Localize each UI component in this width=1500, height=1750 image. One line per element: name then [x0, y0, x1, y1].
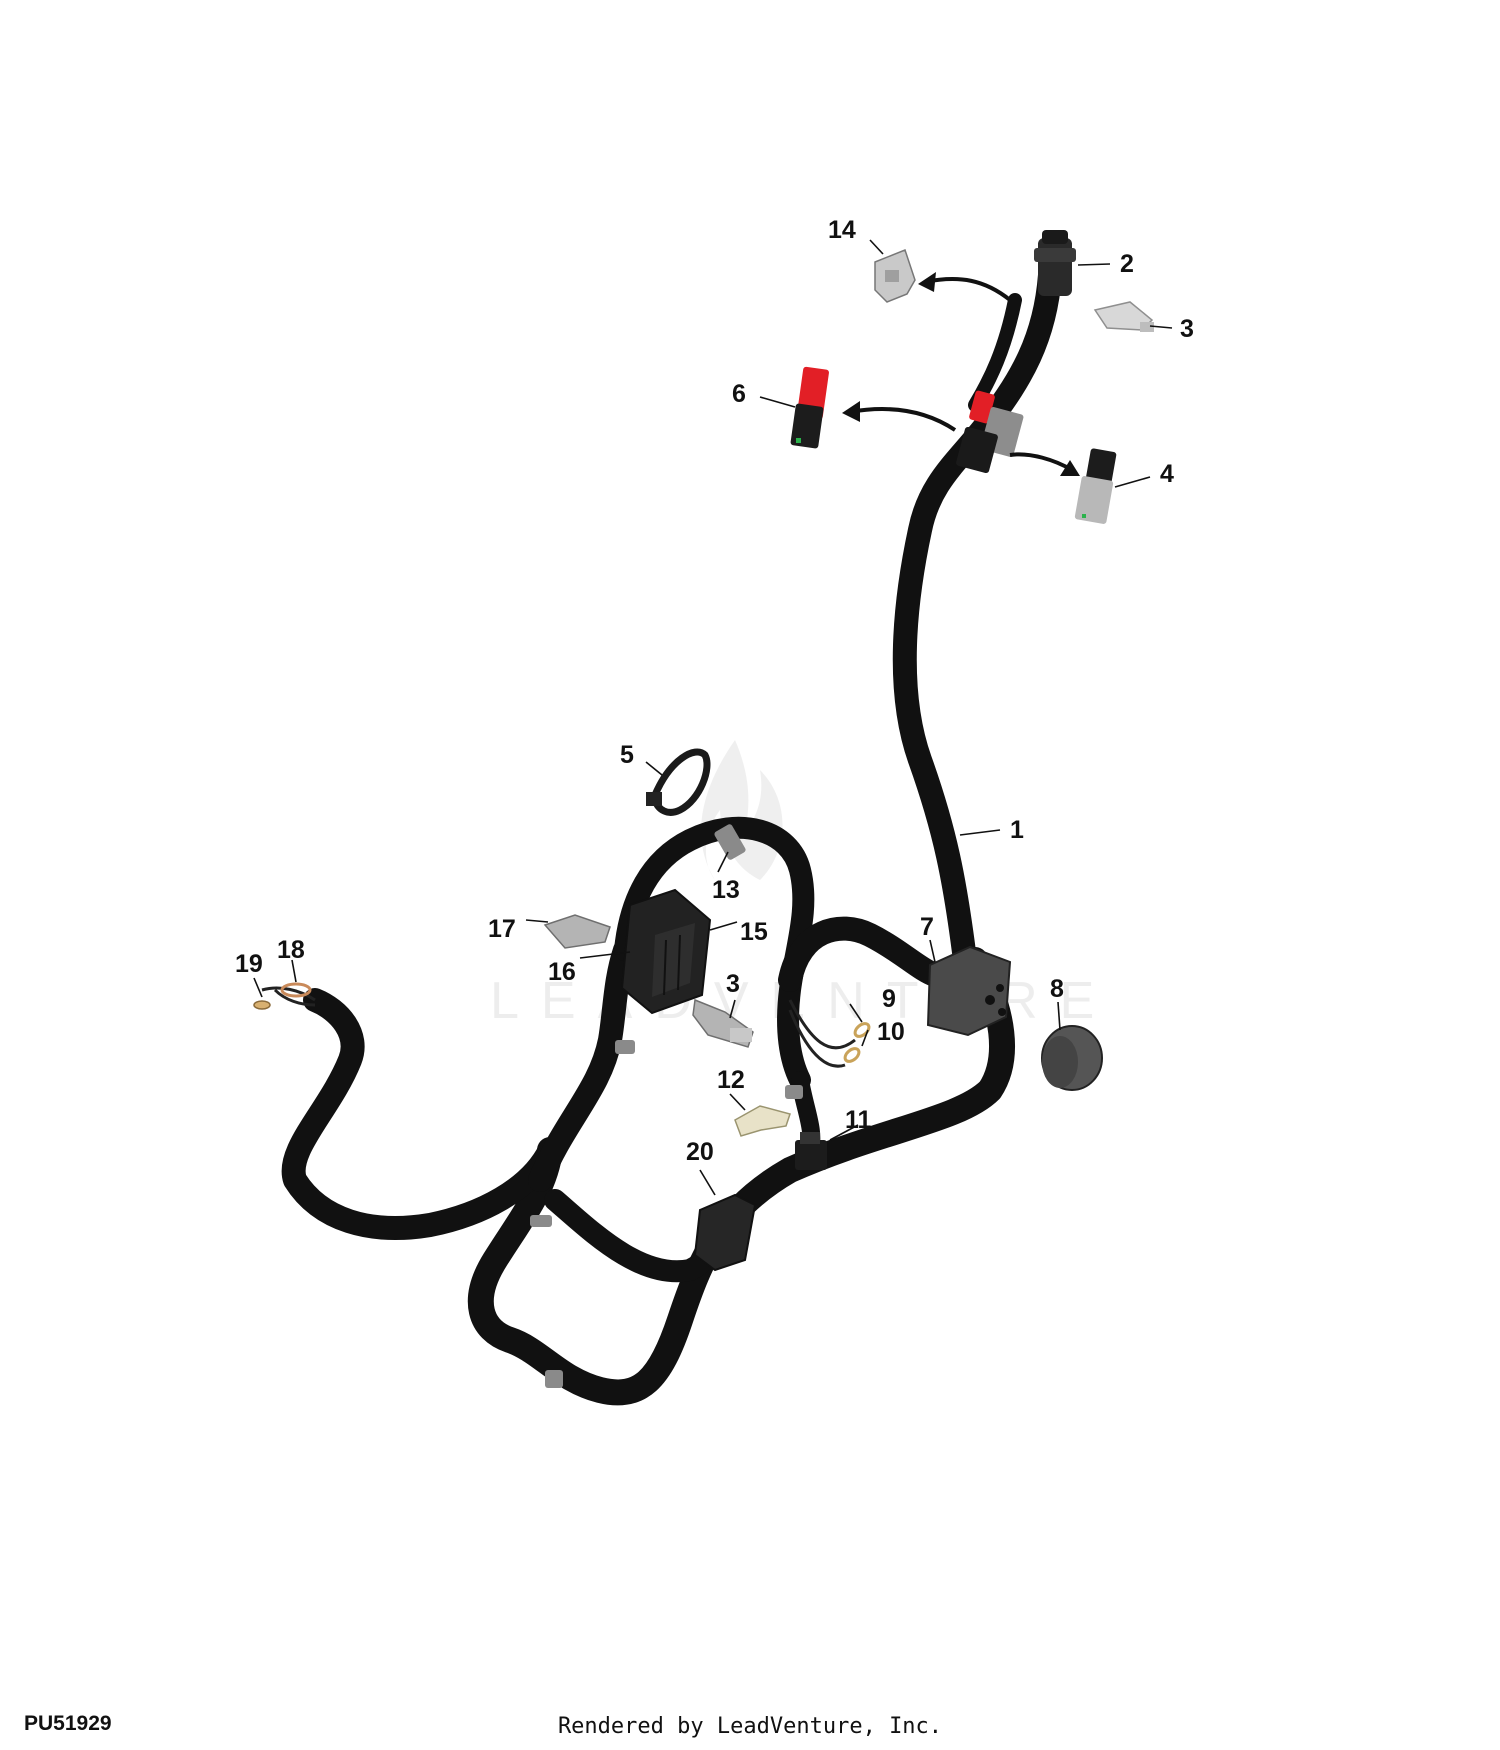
callout-6: 6 — [732, 380, 746, 408]
leader-20 — [699, 1169, 716, 1196]
callout-4: 4 — [1160, 460, 1174, 488]
terminal-part-17 — [543, 914, 611, 949]
main-harness-cable — [281, 263, 1062, 1406]
connector-part-20 — [693, 1193, 757, 1272]
leader-12 — [729, 1093, 746, 1111]
plug-part-8 — [1041, 1025, 1103, 1091]
harness-clip-lower — [545, 1370, 563, 1388]
leader-19 — [253, 977, 263, 998]
sleeve-part-13 — [714, 824, 746, 860]
callout-5: 5 — [620, 741, 634, 769]
harness-red-connector — [969, 390, 995, 424]
leader-3-upper — [1149, 325, 1173, 329]
leader-16 — [579, 951, 631, 959]
terminal-part-3-upper — [1093, 301, 1154, 332]
clip-part-5-tab — [646, 792, 662, 806]
clip-part-14 — [874, 249, 916, 303]
terminals-18-19 — [253, 982, 312, 1010]
leader-17 — [525, 919, 549, 923]
callout-3-upper: 3 — [1180, 315, 1194, 343]
leader-7 — [929, 939, 936, 963]
connector-part-6-red — [790, 366, 829, 449]
diagram-code: PU51929 — [24, 1712, 112, 1735]
leader-13 — [717, 851, 729, 873]
leader-4 — [1114, 476, 1151, 488]
watermark-flame-logo — [701, 740, 783, 880]
harness-black-connector — [956, 426, 998, 474]
callout-3-lower: 3 — [726, 970, 740, 998]
callout-9: 9 — [882, 985, 896, 1013]
callout-14: 14 — [828, 216, 856, 244]
arrowheads — [842, 272, 1080, 476]
leader-3-lower — [729, 999, 736, 1019]
leader-lines — [253, 239, 1173, 1196]
connector-part-11 — [795, 1132, 827, 1170]
callout-11: 11 — [845, 1106, 872, 1134]
callout-10: 10 — [877, 1018, 905, 1046]
arrow-to-14 — [924, 277, 1012, 302]
callout-2: 2 — [1120, 250, 1134, 278]
clip-part-5 — [651, 748, 711, 816]
harness-clip-ground — [785, 1085, 803, 1099]
connector-part-2 — [1034, 230, 1076, 296]
harness-clip-upper — [615, 1040, 635, 1054]
callout-20: 20 — [686, 1138, 714, 1166]
callouts: 1 2 3 3 4 5 6 7 8 9 10 11 12 13 14 15 16… — [235, 216, 1194, 1166]
callout-16: 16 — [548, 958, 576, 986]
leader-8 — [1057, 1001, 1061, 1031]
leader-5 — [645, 761, 663, 776]
callout-7: 7 — [920, 913, 934, 941]
callout-19: 19 — [235, 950, 263, 978]
harness-clips — [530, 1040, 803, 1388]
callout-1: 1 — [1010, 816, 1024, 844]
grommet-part-7 — [926, 945, 1012, 1037]
render-credit: Rendered by LeadVenture, Inc. — [557, 1714, 943, 1739]
harness-clip-middle — [530, 1215, 552, 1227]
leader-14 — [869, 239, 884, 255]
arrowhead-6 — [842, 401, 860, 422]
terminal-part-3-lower — [692, 998, 754, 1048]
leader-6 — [759, 396, 796, 408]
callout-8: 8 — [1050, 975, 1064, 1003]
leader-10 — [861, 1029, 869, 1047]
leader-11 — [829, 1124, 859, 1141]
callout-15: 15 — [740, 918, 768, 946]
connector-part-4 — [1074, 448, 1117, 524]
leader-1 — [959, 829, 1001, 836]
arrow-to-4 — [1009, 452, 1074, 472]
leader-18 — [291, 959, 297, 983]
leader-2 — [1077, 263, 1111, 266]
leader-9 — [849, 1003, 863, 1023]
callout-17: 17 — [488, 915, 516, 943]
callout-18: 18 — [277, 936, 305, 964]
arrow-to-6 — [849, 407, 957, 432]
arrowhead-14 — [918, 272, 936, 292]
clip-part-12 — [734, 1105, 791, 1137]
callout-13: 13 — [712, 876, 740, 904]
callout-12: 12 — [717, 1066, 745, 1094]
ring-terminals-9-10 — [843, 1022, 871, 1063]
battery-terminal-leads — [261, 986, 316, 1007]
arrowhead-4 — [1060, 460, 1080, 476]
leader-15 — [709, 921, 738, 931]
ring-terminal-leads — [788, 999, 856, 1068]
connector-part-15-16 — [620, 888, 712, 1015]
